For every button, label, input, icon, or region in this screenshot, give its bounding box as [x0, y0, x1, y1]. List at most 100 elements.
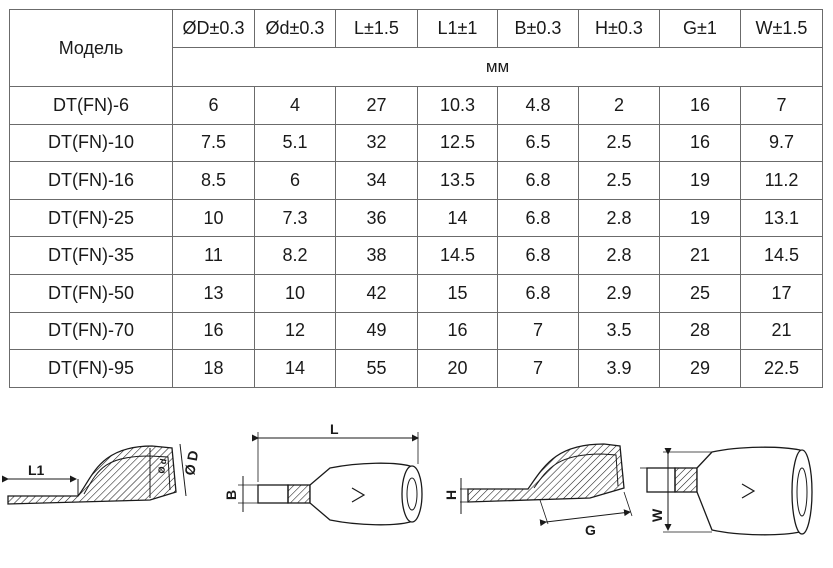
model-header: Модель: [9, 9, 173, 87]
label-d-outer: Ø D: [181, 449, 201, 476]
value-cell: 4.8: [497, 86, 579, 125]
label-g: G: [585, 522, 596, 538]
value-cell: 10: [172, 198, 255, 238]
value-cell: 55: [335, 349, 418, 388]
col-header: W±1.5: [740, 9, 823, 48]
value-cell: 8.5: [172, 161, 255, 200]
value-cell: 10: [254, 273, 336, 313]
figure-side-section: L1 Ø D Ø d: [2, 443, 201, 505]
value-cell: 7: [497, 311, 579, 351]
label-b: B: [223, 490, 239, 500]
value-cell: 21: [659, 236, 741, 275]
value-cell: 13: [172, 273, 255, 313]
value-cell: 2: [578, 86, 660, 125]
col-header: B±0.3: [497, 9, 579, 48]
drawings-svg: L1 Ø D Ø d L B H G: [2, 421, 813, 538]
label-l: L: [330, 421, 339, 437]
value-cell: 10.3: [417, 86, 498, 125]
value-cell: 7.3: [254, 198, 336, 238]
model-cell: DT(FN)-50: [9, 273, 173, 313]
label-l1: L1: [28, 462, 45, 478]
value-cell: 25: [659, 273, 741, 313]
header-row: Модель ØD±0.3 Ød±0.3 L±1.5 L1±1 B±0.3 H±…: [9, 9, 823, 87]
value-cell: 3.5: [578, 311, 660, 351]
model-cell: DT(FN)-70: [9, 311, 173, 351]
value-cell: 17: [740, 273, 823, 313]
value-cell: 42: [335, 273, 418, 313]
value-cell: 2.5: [578, 161, 660, 200]
label-h: H: [443, 490, 459, 500]
value-cell: 2.9: [578, 273, 660, 313]
model-cell: DT(FN)-25: [9, 198, 173, 238]
value-cell: 9.7: [740, 123, 823, 163]
value-cell: 20: [417, 349, 498, 388]
label-d-inner: Ø d: [156, 458, 168, 475]
col-header: H±0.3: [578, 9, 660, 48]
value-cell: 16: [659, 123, 741, 163]
unit-row: мм: [10, 47, 823, 87]
value-cell: 8.2: [254, 236, 336, 275]
value-cell: 6: [254, 161, 336, 200]
value-cell: 14: [417, 198, 498, 238]
col-header: L±1.5: [335, 9, 418, 48]
value-cell: 11.2: [740, 161, 823, 200]
value-cell: 6: [172, 86, 255, 125]
value-cell: 7: [497, 349, 579, 388]
value-cell: 49: [335, 311, 418, 351]
figure-top-view-2: W: [640, 446, 813, 536]
value-cell: 4: [254, 86, 336, 125]
unit-label: мм: [172, 47, 823, 87]
value-cell: 18: [172, 349, 255, 388]
value-cell: 32: [335, 123, 418, 163]
value-cell: 13.5: [417, 161, 498, 200]
value-cell: 15: [417, 273, 498, 313]
value-cell: 3.9: [578, 349, 660, 388]
value-cell: 29: [659, 349, 741, 388]
col-header: G±1: [659, 9, 741, 48]
value-cell: 12: [254, 311, 336, 351]
label-w: W: [649, 508, 665, 522]
value-cell: 6.8: [497, 161, 579, 200]
value-cell: 7: [740, 86, 823, 125]
value-cell: 6.5: [497, 123, 579, 163]
value-cell: 6.8: [497, 273, 579, 313]
value-cell: 38: [335, 236, 418, 275]
value-cell: 21: [740, 311, 823, 351]
value-cell: 14.5: [740, 236, 823, 275]
col-header: ØD±0.3: [172, 9, 255, 48]
col-header: Ød±0.3: [254, 9, 336, 48]
model-cell: DT(FN)-95: [9, 349, 173, 388]
value-cell: 14: [254, 349, 336, 388]
value-cell: 16: [417, 311, 498, 351]
model-cell: DT(FN)-10: [9, 123, 173, 163]
value-cell: 5.1: [254, 123, 336, 163]
figure-side-section-2: H G: [443, 443, 633, 538]
value-cell: 2.5: [578, 123, 660, 163]
dimension-drawings: L1 Ø D Ø d L B H G: [0, 404, 833, 568]
spec-table: Модель ØD±0.3 Ød±0.3 L±1.5 L1±1 B±0.3 H±…: [9, 9, 823, 388]
value-cell: 16: [172, 311, 255, 351]
value-cell: 22.5: [740, 349, 823, 388]
value-cell: 19: [659, 161, 741, 200]
value-cell: 14.5: [417, 236, 498, 275]
col-header: L1±1: [417, 9, 498, 48]
value-cell: 7.5: [172, 123, 255, 163]
value-cell: 6.8: [497, 198, 579, 238]
value-cell: 11: [172, 236, 255, 275]
model-cell: DT(FN)-16: [9, 161, 173, 200]
value-cell: 16: [659, 86, 741, 125]
value-cell: 2.8: [578, 198, 660, 238]
value-cell: 28: [659, 311, 741, 351]
model-cell: DT(FN)-6: [9, 86, 173, 125]
value-cell: 6.8: [497, 236, 579, 275]
value-cell: 19: [659, 198, 741, 238]
